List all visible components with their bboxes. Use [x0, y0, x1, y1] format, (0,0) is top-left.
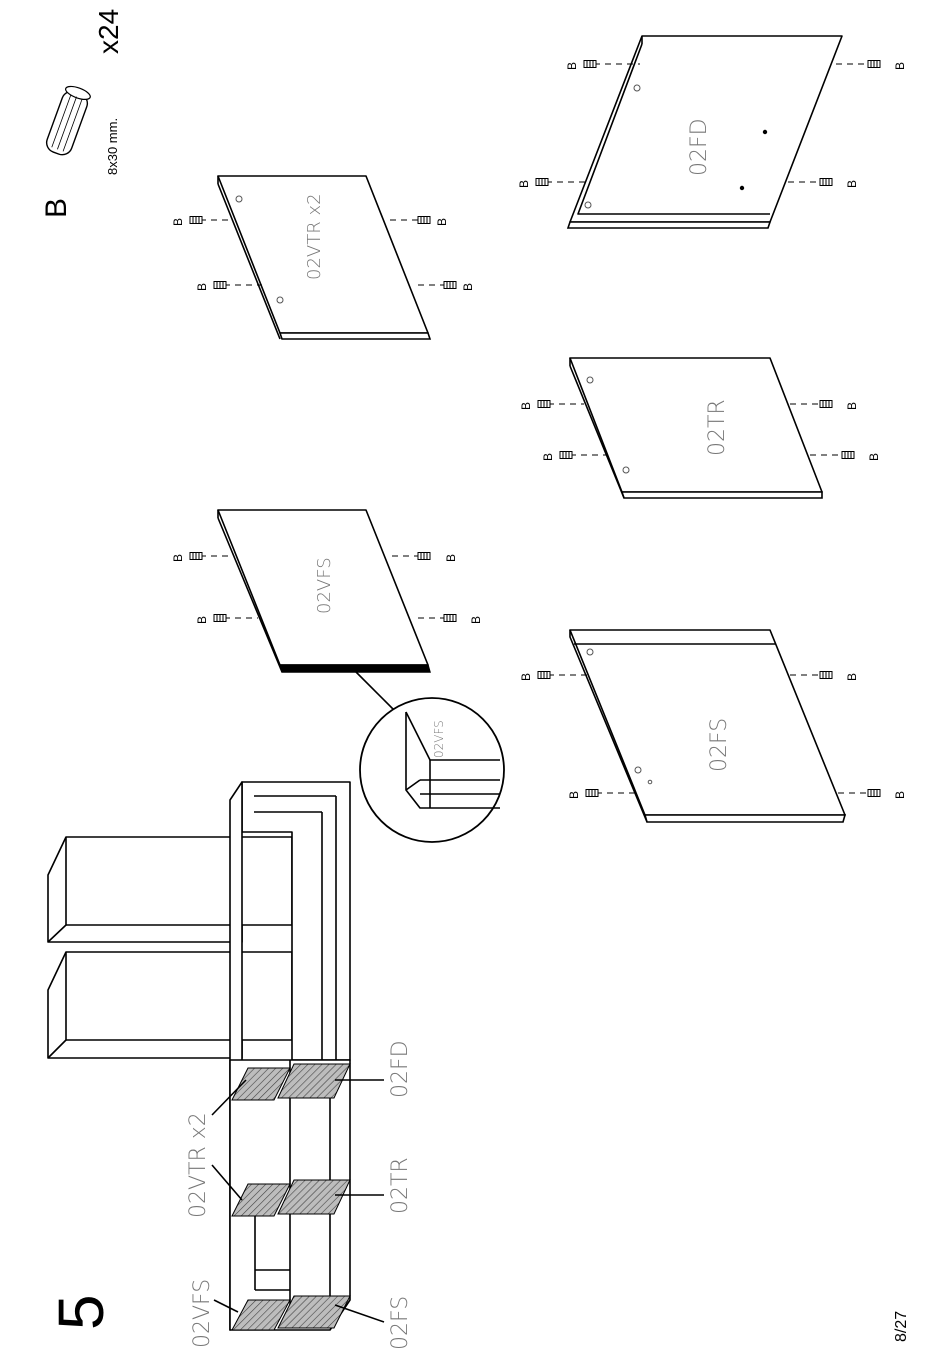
overview-assembly [48, 782, 384, 1330]
dowel-label: B [519, 402, 533, 410]
dowel-label: B [845, 180, 859, 188]
dowel-label: B [171, 218, 185, 226]
panel-tr-label: 02TR [705, 399, 730, 456]
panel-vfs-label: 02VFS [314, 557, 335, 614]
hardware-quantity: x24 [93, 9, 124, 54]
panel-vtr: 02VTR x2 [190, 176, 456, 339]
panel-fs-label: 02FS [707, 718, 732, 772]
panel-fs: 02FS [538, 630, 880, 822]
hardware-letter: B [40, 198, 73, 218]
dowel-label: B [845, 673, 859, 681]
overview-label-fs: 02FS [388, 1296, 413, 1350]
panel-fd-label: 02FD [687, 118, 712, 176]
dowel-label: B [541, 453, 555, 461]
dowel-label: B [893, 791, 907, 799]
detail-label: 02VFS [432, 720, 446, 758]
panel-vtr-label: 02VTR x2 [304, 193, 325, 280]
overview-label-tr: 02TR [388, 1157, 413, 1214]
dowel-label: B [444, 554, 458, 562]
dowel-label: B [195, 283, 209, 291]
panel-vfs: 02VFS [190, 510, 456, 672]
dowel-label: B [519, 673, 533, 681]
overview-label-vfs: 02VFS [190, 1279, 215, 1348]
dowel-icon [44, 84, 92, 158]
step-number: 5 [45, 1294, 117, 1330]
dowel-label: B [171, 554, 185, 562]
dowel-label: B [867, 453, 881, 461]
overview-label-fd: 02FD [388, 1040, 413, 1098]
dowel-label: B [893, 62, 907, 70]
page-number: 8/27 [893, 1311, 910, 1342]
dowel-label: B [195, 616, 209, 624]
hardware-size: 8x30 mm. [105, 118, 120, 175]
edge-detail: 02VFS [356, 672, 504, 842]
panel-fd: 02FD [536, 36, 880, 228]
dowel-label: B [517, 180, 531, 188]
dowel-label: B [567, 791, 581, 799]
panel-tr: 02TR [538, 358, 854, 498]
dowel-label: B [565, 62, 579, 70]
dowel-label: B [435, 218, 449, 226]
overview-label-vtr: 02VTR x2 [186, 1112, 211, 1218]
dowel-label: B [845, 402, 859, 410]
hardware-info: B 8x30 mm. x24 [40, 9, 124, 218]
dowel-label: B [469, 616, 483, 624]
dowel-label: B [461, 283, 475, 291]
